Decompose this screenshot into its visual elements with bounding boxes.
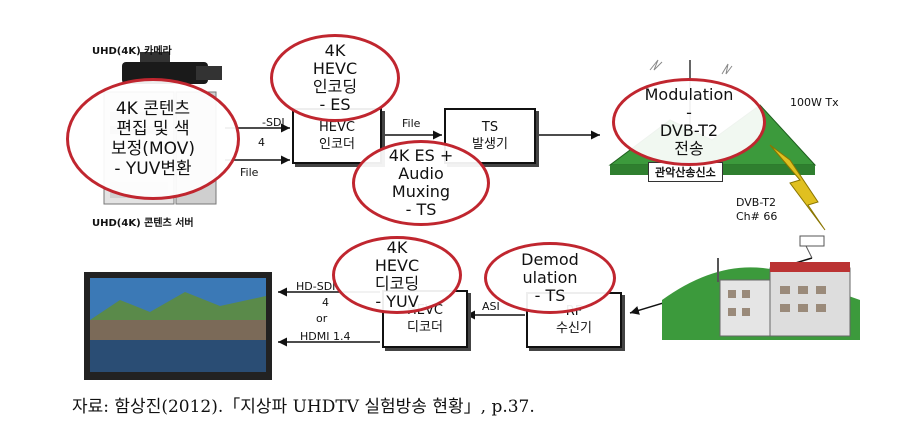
or-label: or xyxy=(316,312,328,325)
hdsdi-label: HD-SDI xyxy=(296,280,336,293)
demodulation-line3: - TS xyxy=(534,286,566,305)
demodulation-line1: Demod xyxy=(521,250,579,269)
modulation-line1: Modulation xyxy=(644,85,734,104)
modulation-oval: Modulation - DVB-T2 전송 xyxy=(612,78,766,166)
hevc-decoding-line3: 디코딩 xyxy=(374,274,420,293)
audio-muxing-line2: Audio xyxy=(398,164,444,183)
hevc-decoding-oval: 4K HEVC 디코딩 - YUV xyxy=(332,236,462,314)
content-edit-line3: 보정(MOV) xyxy=(111,139,195,159)
hevc-encoding-line1: 4K xyxy=(324,41,346,60)
sdi-count-label: 4 xyxy=(258,136,265,149)
hevc-encoder-line1: HEVC xyxy=(319,120,355,135)
source-caption: 자료: 함상진(2012).「지상파 UHDTV 실험방송 현황」, p.37. xyxy=(72,397,535,417)
demodulation-oval: Demod ulation - TS xyxy=(484,242,616,314)
sdi-label: -SDI xyxy=(262,116,285,129)
modulation-line2: - xyxy=(686,103,692,122)
audio-muxing-line3: Muxing xyxy=(391,182,451,201)
content-edit-line4: - YUV변환 xyxy=(114,159,192,179)
ts-generator-line2: 발생기 xyxy=(472,137,508,152)
file-left-label: File xyxy=(240,166,259,179)
hevc-decoder-line2: 디코더 xyxy=(407,320,443,335)
hevc-decoding-line1: 4K xyxy=(386,238,408,257)
hevc-encoding-line4: - ES xyxy=(319,95,351,114)
modulation-line3: DVB-T2 xyxy=(659,121,719,140)
modulation-line4: 전송 xyxy=(674,139,704,158)
camera-label: UHD(4K) 카메라 xyxy=(92,46,172,57)
asi-label: ASI xyxy=(482,300,500,313)
hevc-encoding-line3: 인코딩 xyxy=(312,77,358,96)
hevc-encoding-oval: 4K HEVC 인코딩 - ES xyxy=(270,34,400,122)
dvb-label: DVB-T2 xyxy=(736,196,777,209)
audio-muxing-oval: 4K ES + Audio Muxing - TS xyxy=(352,140,490,226)
signal-bolt-graphic xyxy=(769,144,826,231)
audio-muxing-line1: 4K ES + xyxy=(388,146,454,165)
content-edit-line1: 4K 콘텐츠 xyxy=(115,99,191,119)
channel-label: Ch# 66 xyxy=(736,210,778,223)
content-edit-oval: 4K 콘텐츠 편집 및 색 보정(MOV) - YUV변환 xyxy=(66,78,240,200)
ts-generator-line1: TS xyxy=(481,120,499,135)
hdsdi-count-label: 4 xyxy=(322,296,329,309)
tv-graphic xyxy=(84,272,272,380)
power-label: 100W Tx xyxy=(790,96,839,109)
station-label: 관악산송신소 xyxy=(648,162,723,182)
hevc-encoder-line2: 인코더 xyxy=(319,137,355,152)
server-label: UHD(4K) 콘텐츠 서버 xyxy=(92,218,194,229)
demodulation-line2: ulation xyxy=(522,268,578,287)
receiving-site-graphic xyxy=(662,235,860,340)
hevc-decoding-line2: HEVC xyxy=(374,256,420,275)
rf-receiver-line2: 수신기 xyxy=(556,321,592,336)
hevc-decoding-line4: - YUV xyxy=(375,292,419,311)
ts-generator-box: TS 발생기 xyxy=(444,108,536,164)
audio-muxing-line4: - TS xyxy=(405,200,437,219)
file-mid-label: File xyxy=(402,117,421,130)
hevc-encoding-line2: HEVC xyxy=(312,59,358,78)
hdmi-label: HDMI 1.4 xyxy=(300,330,351,343)
content-edit-line2: 편집 및 색 xyxy=(116,119,190,139)
